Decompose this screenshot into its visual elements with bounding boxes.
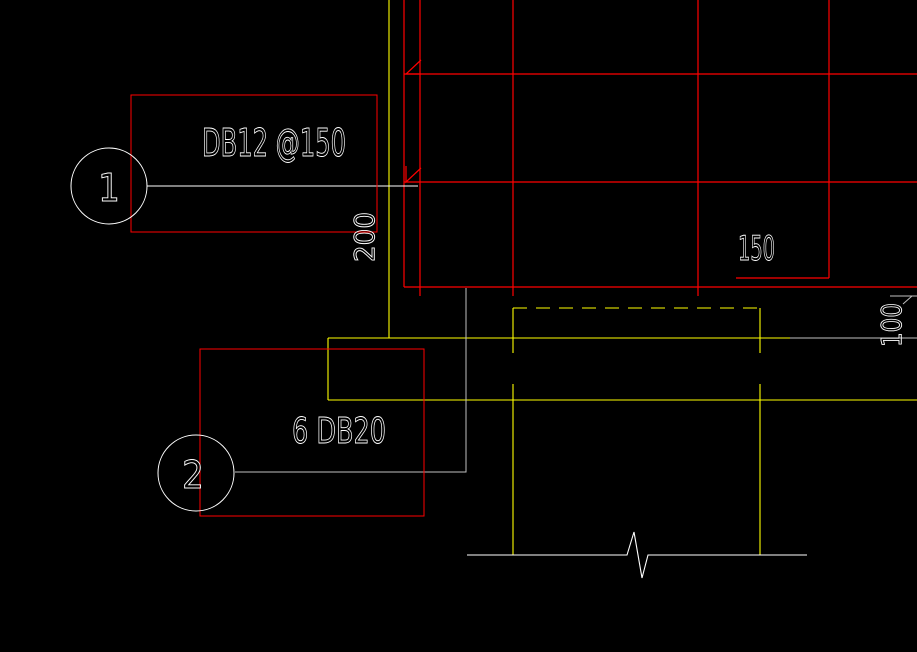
rebar-hook-2 xyxy=(405,166,422,184)
callout-2-bubble xyxy=(157,434,235,512)
break-line xyxy=(467,531,807,579)
callout-1-bubble xyxy=(70,147,148,225)
callout-1-box xyxy=(130,94,378,233)
callout-1-number: 1 xyxy=(98,166,120,210)
callout-2-box xyxy=(199,348,425,517)
callout-2-number: 2 xyxy=(182,453,204,497)
leader-line-2 xyxy=(235,288,467,473)
dimension-cover-right-tick-b xyxy=(902,295,913,305)
dimension-spacing: 150 xyxy=(738,229,775,269)
callout-1-label: DB12 @150 xyxy=(202,121,346,165)
rebar-hook-1 xyxy=(404,59,422,75)
callout-1: 1 DB12 @150 xyxy=(70,94,378,233)
callout-2-label: 6 DB20 xyxy=(292,411,386,452)
concrete-outline xyxy=(327,0,917,555)
leader-lines xyxy=(147,185,917,579)
dimension-cover-right: 100 xyxy=(875,303,908,347)
dimension-cover-left: 200 xyxy=(348,212,381,262)
callout-2: 2 6 DB20 xyxy=(157,348,425,517)
rebar-grid xyxy=(403,0,917,296)
